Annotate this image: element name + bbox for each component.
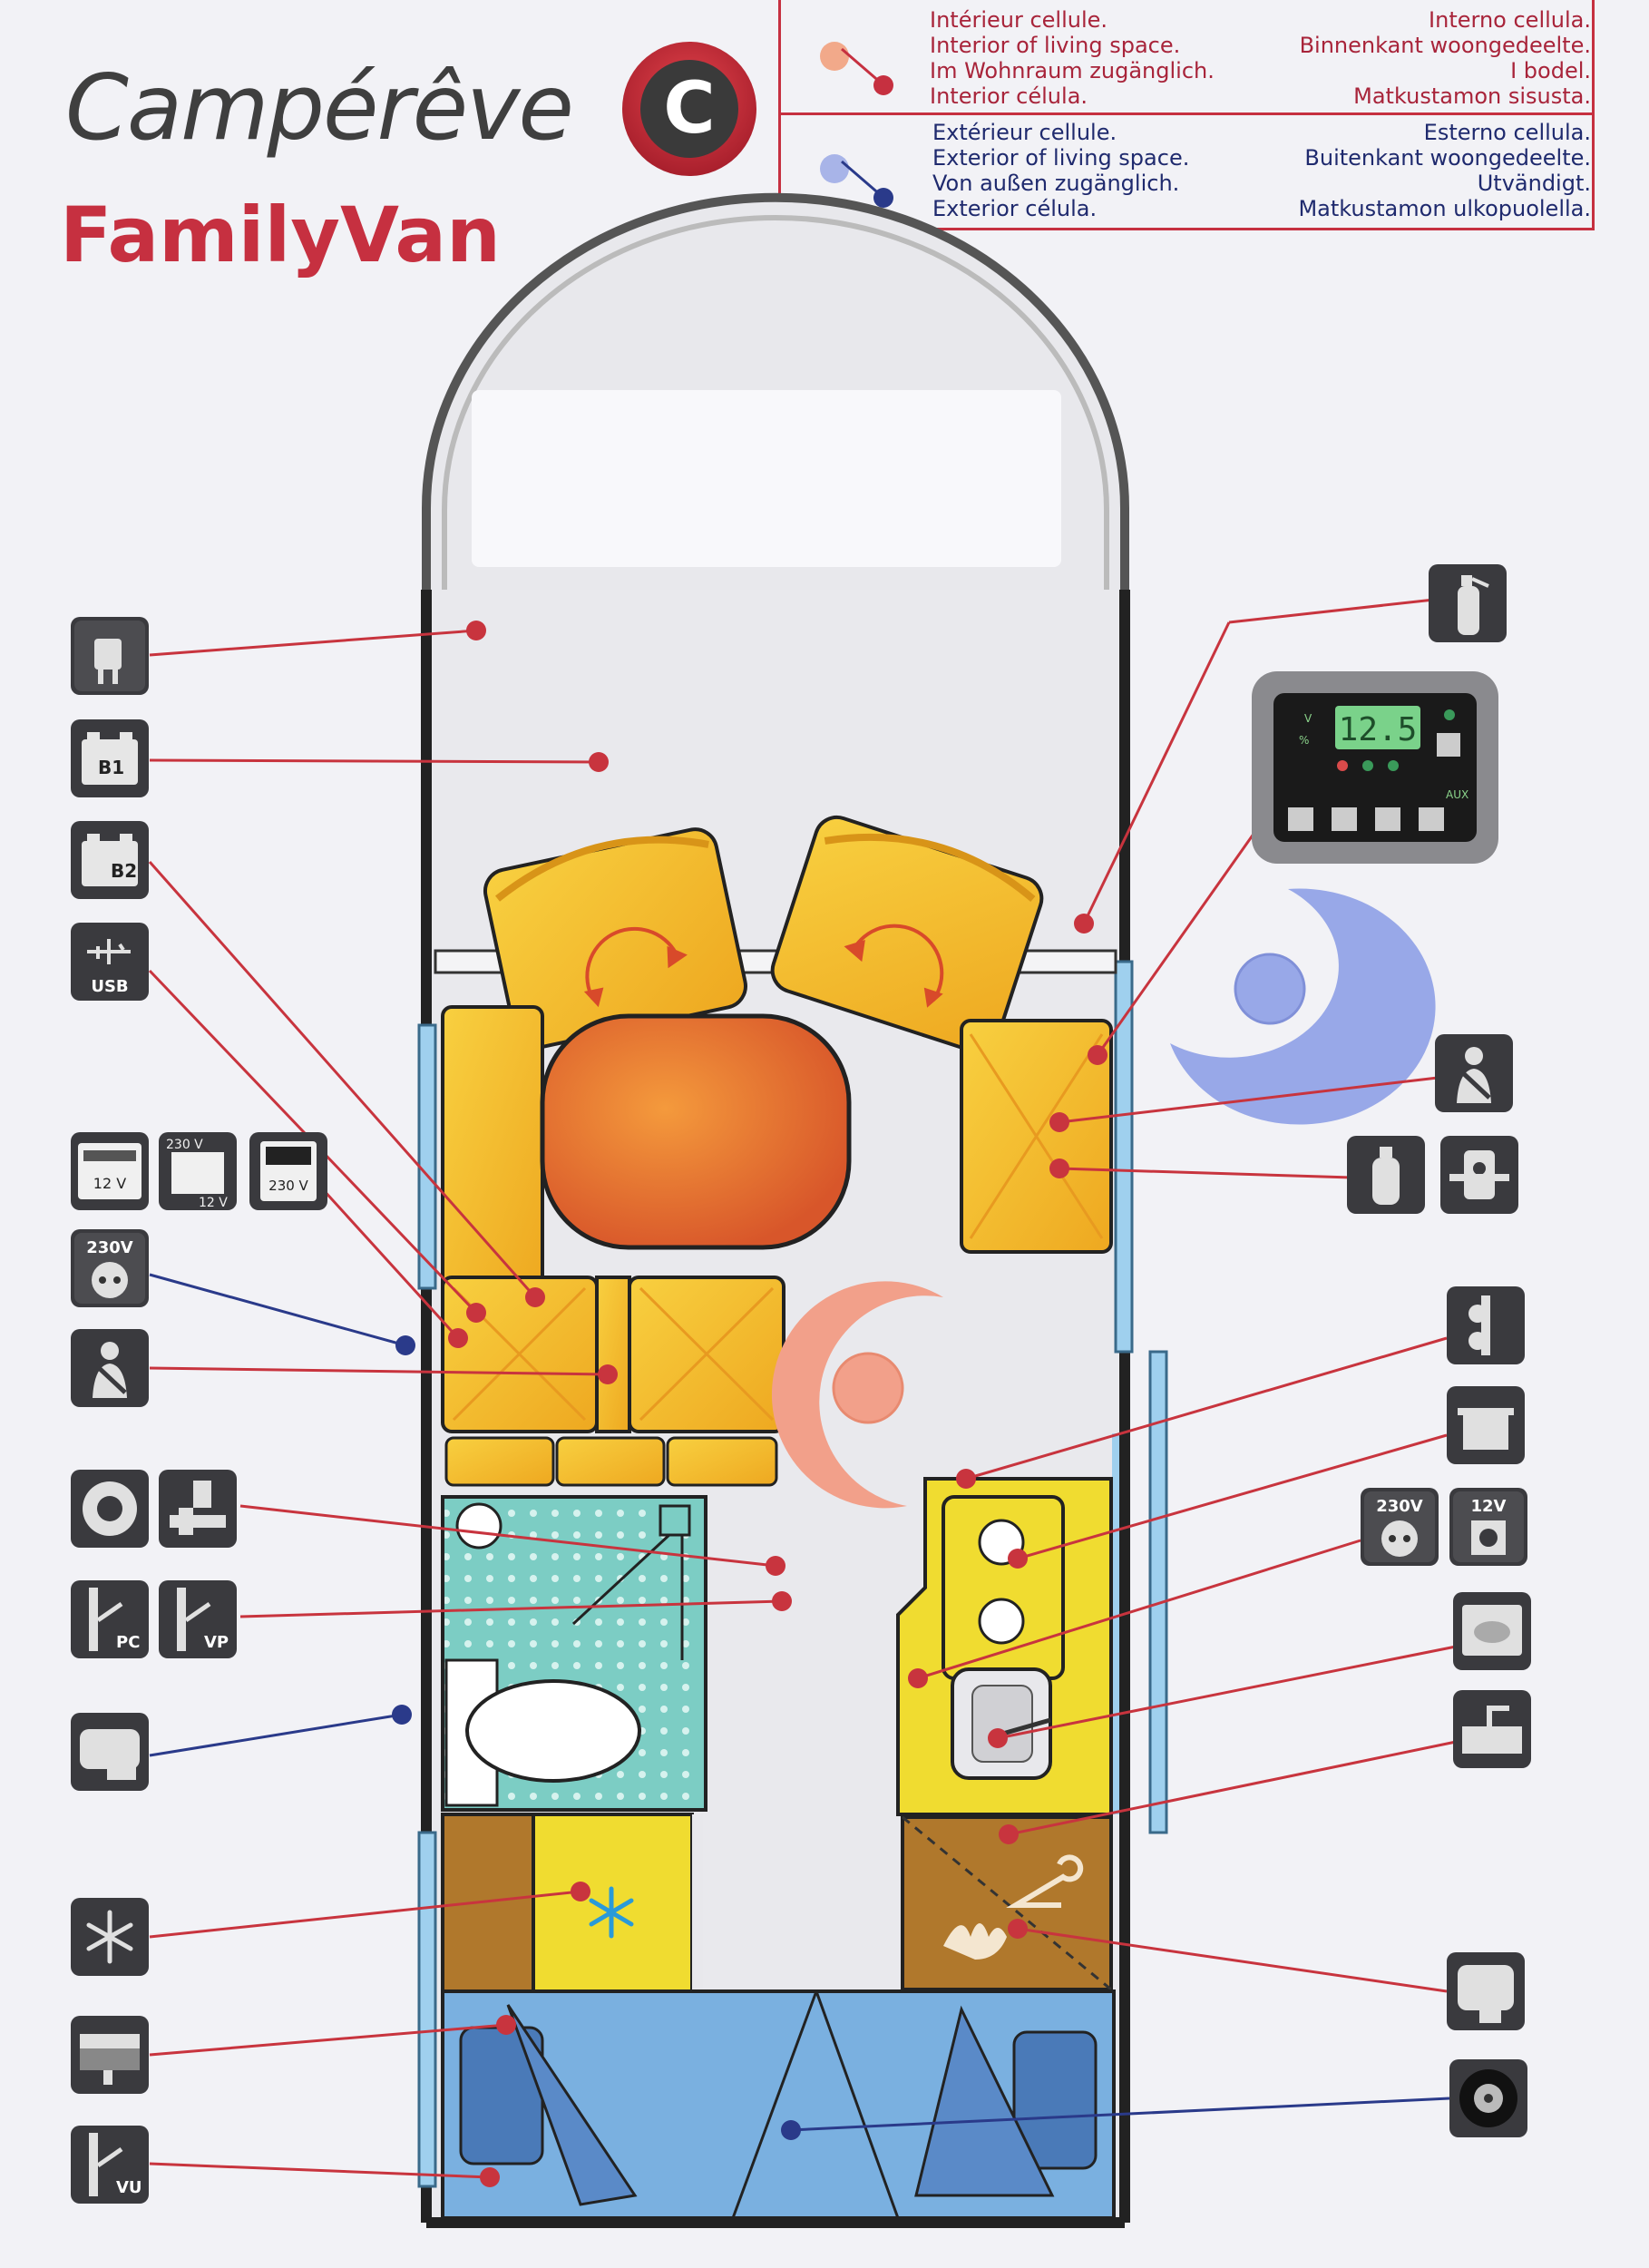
drain-vp-label: VP	[204, 1633, 229, 1652]
socket-230v-icon: 230V	[71, 1229, 149, 1307]
legend-exterior-fi: Matkustamon ulkopuolella.	[1298, 196, 1591, 221]
legend-interior-en: Interior of living space.	[930, 33, 1181, 58]
control-panel-display: 12.5	[1339, 711, 1418, 748]
legend-exterior-fr: Extérieur cellule.	[932, 120, 1117, 145]
hanger-mark	[1006, 1854, 1084, 1908]
control-panel-aux-label: AUX	[1446, 788, 1468, 801]
rear-bench-cushion-1	[444, 1436, 555, 1487]
flame-mark	[943, 1923, 1007, 1960]
burner-2	[978, 1598, 1025, 1645]
gas-bottle-icon	[1347, 1136, 1425, 1214]
drain-valve-vu-icon: VU	[71, 2126, 149, 2204]
control-panel-percent-label: %	[1299, 734, 1309, 747]
sliding-door-track	[1148, 1350, 1168, 1834]
seatbelt-icon	[1435, 1034, 1513, 1112]
brand-logo-letter: C	[663, 68, 715, 150]
inverter-230v-icon: 230 V	[249, 1132, 327, 1210]
gas-valves-icon	[1447, 1286, 1525, 1364]
socket-12v-label: 12V	[1471, 1497, 1507, 1516]
drain-valve-vp-icon: VP	[159, 1580, 237, 1658]
legend-exterior-en: Exterior of living space.	[932, 145, 1190, 171]
charger-12v-icon: 12 V	[71, 1132, 149, 1210]
converter-top-label: 230 V	[166, 1138, 203, 1152]
windscreen	[472, 390, 1061, 567]
legend-exterior-es: Exterior célula.	[932, 196, 1098, 221]
battery-b2-label: B2	[111, 860, 137, 882]
legend-interior-fr: Intérieur cellule.	[930, 7, 1108, 33]
legend-interior-fi: Matkustamon sisusta.	[1353, 83, 1591, 109]
charger-12v-label: 12 V	[93, 1175, 126, 1192]
converter-230v-12v-icon: 230 V 12 V	[159, 1132, 237, 1210]
bathroom-basin	[455, 1502, 503, 1549]
passenger-seat-swivel	[770, 815, 1044, 1054]
window-left-1	[417, 1023, 437, 1290]
fridge-snowflake-mark	[589, 1886, 634, 1939]
brand-logo: C	[622, 42, 756, 176]
socket-230v-right-label: 230V	[1376, 1497, 1423, 1516]
fire-extinguisher-icon	[1429, 564, 1507, 642]
legend-exterior-de: Von außen zugänglich.	[932, 171, 1180, 196]
legend-exterior-icon	[788, 129, 893, 210]
exterior-orientation-marker	[1170, 888, 1436, 1125]
socket-230v-left-label: 230V	[86, 1238, 133, 1257]
toilet-bowl	[465, 1679, 641, 1783]
legend-interior-it: Interno cellula.	[1429, 7, 1591, 33]
usb-label: USB	[91, 977, 128, 996]
left-bench-back	[441, 1005, 544, 1299]
rear-light-right	[1012, 2030, 1098, 2170]
sink-tap-icon	[1453, 1690, 1531, 1768]
spare-wheel-icon	[1449, 2059, 1527, 2137]
drain-pc-label: PC	[116, 1633, 140, 1652]
window-left-2	[417, 1831, 437, 2188]
driver-seat-swivel	[483, 827, 747, 1050]
interior-orientation-marker	[771, 1281, 943, 1509]
water-valve-icon	[159, 1470, 237, 1548]
socket-12v-icon: 12V	[1449, 1488, 1527, 1566]
battery-b2-icon: B2	[71, 821, 149, 899]
inverter-230v-label: 230 V	[268, 1178, 308, 1194]
legend-exterior-nl: Buitenkant woongedeelte.	[1304, 145, 1591, 171]
usb-icon: USB	[71, 923, 149, 1001]
legend-interior-icon	[788, 16, 893, 98]
wardrobe-heater	[901, 1815, 1113, 1991]
legend-divider	[778, 112, 1595, 115]
toilet-cassette-icon	[71, 1713, 149, 1791]
dinette-table	[540, 1013, 852, 1250]
cooking-pot-icon	[1447, 1386, 1525, 1464]
legend-interior-sv: I bodel.	[1510, 58, 1591, 83]
legend-exterior-sv: Utvändigt.	[1477, 171, 1591, 196]
drain-vu-label: VU	[116, 2178, 142, 2197]
socket-230v-icon: 230V	[1361, 1488, 1439, 1566]
window-right-1	[1114, 960, 1134, 1354]
legend-box	[778, 0, 1595, 230]
grey-water-tank-icon	[71, 2016, 149, 2094]
battery-b1-icon: B1	[71, 719, 149, 797]
oven-grill-icon	[1453, 1592, 1531, 1670]
brand-name: Campérêve	[65, 54, 574, 161]
legend-interior-de: Im Wohnraum zugänglich.	[930, 58, 1215, 83]
wardrobe-left	[441, 1813, 535, 1993]
control-panel-v-label: V	[1304, 712, 1312, 725]
fridge-snowflake-icon	[71, 1898, 149, 1976]
rear-bench-cushion-2	[555, 1436, 666, 1487]
seatbelt-icon	[71, 1329, 149, 1407]
control-panel: 12.5 V % AUX	[1252, 671, 1498, 864]
legend-interior-es: Interior célula.	[930, 83, 1088, 109]
legend-exterior-it: Esterno cellula.	[1423, 120, 1591, 145]
plug-icon	[71, 617, 149, 695]
battery-b1-label: B1	[98, 757, 124, 778]
legend-interior-nl: Binnenkant woongedeelte.	[1299, 33, 1591, 58]
rear-bench-cushion-3	[666, 1436, 778, 1487]
rear-bench-mid	[595, 1276, 631, 1433]
drain-valve-pc-icon: PC	[71, 1580, 149, 1658]
model-name: FamilyVan	[60, 191, 501, 279]
converter-bottom-label: 12 V	[199, 1196, 228, 1210]
gas-regulator-icon	[1440, 1136, 1518, 1214]
hose-reel-icon	[71, 1470, 149, 1548]
water-heater-icon	[1447, 1952, 1525, 2030]
